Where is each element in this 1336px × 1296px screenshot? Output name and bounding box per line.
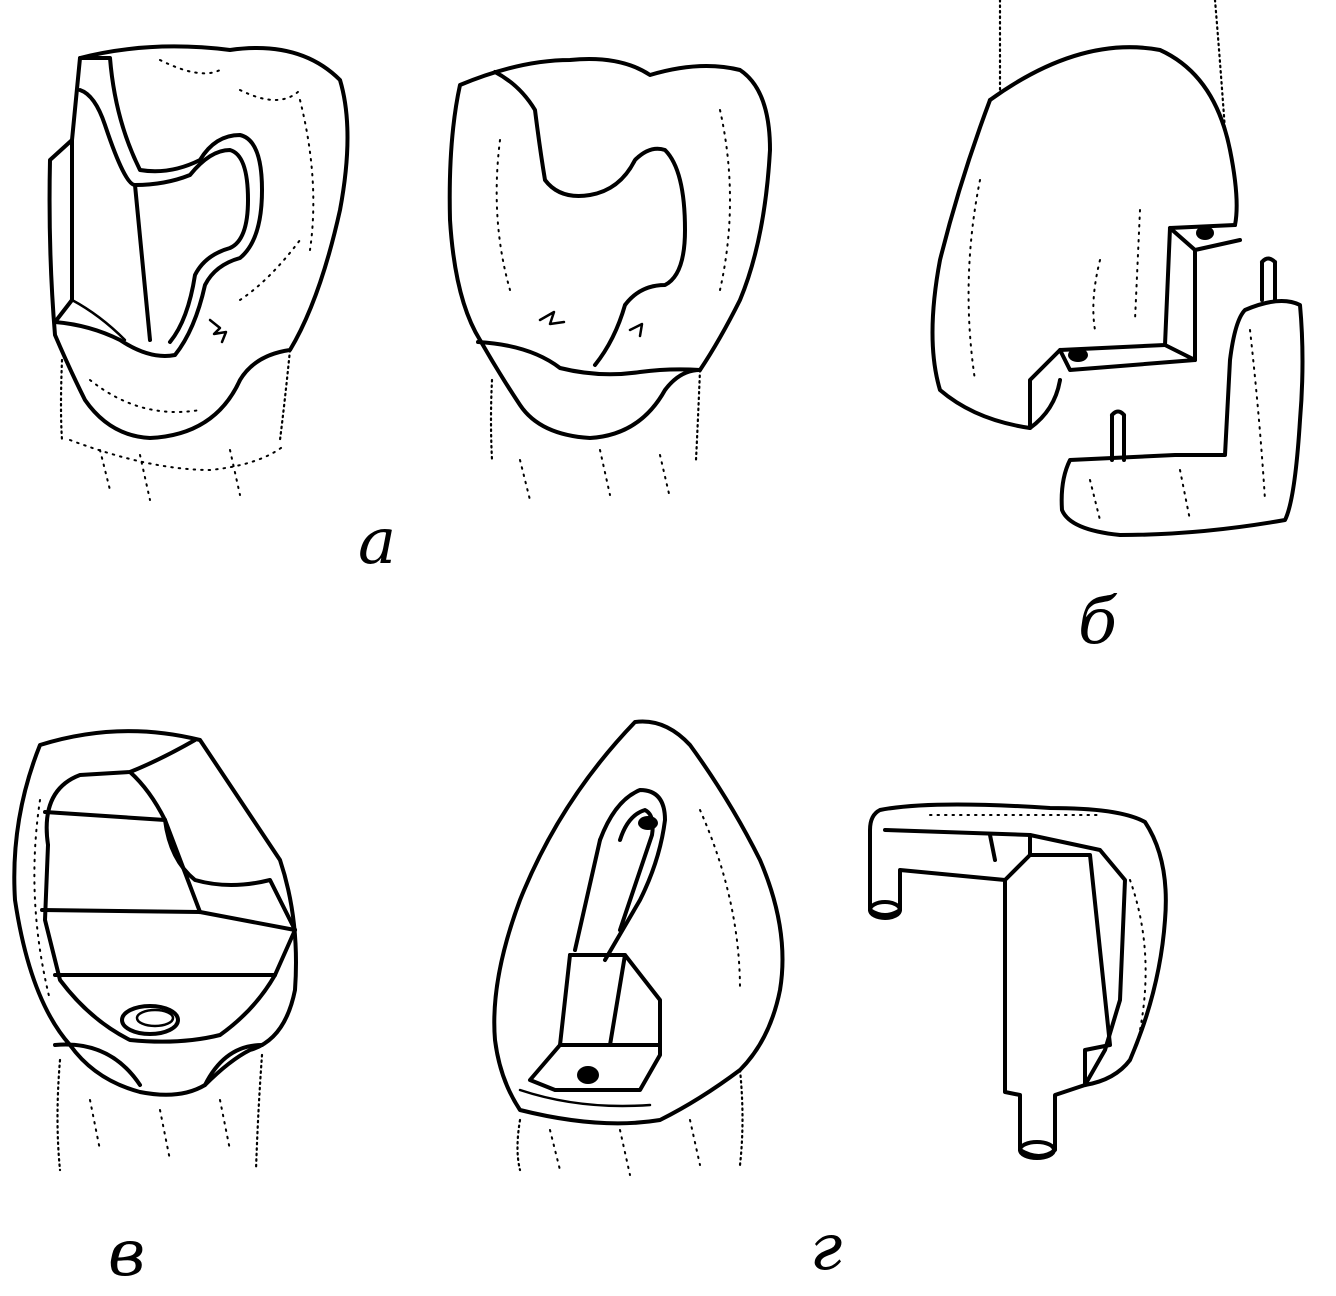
- panel-g-tooth: [492, 719, 785, 1176]
- label-a: а: [358, 505, 397, 579]
- panel-b-inlay-part: [1059, 256, 1305, 537]
- panel-a-tooth-left: [47, 44, 350, 501]
- panel-g-inlay-part: [868, 802, 1168, 1160]
- panel-v-tooth: [12, 729, 298, 1172]
- label-b: б: [1078, 585, 1118, 659]
- panel-b-tooth: [930, 0, 1242, 430]
- panel-a-tooth-right: [447, 57, 772, 501]
- label-g: г: [810, 1211, 843, 1285]
- label-v: в: [108, 1217, 146, 1291]
